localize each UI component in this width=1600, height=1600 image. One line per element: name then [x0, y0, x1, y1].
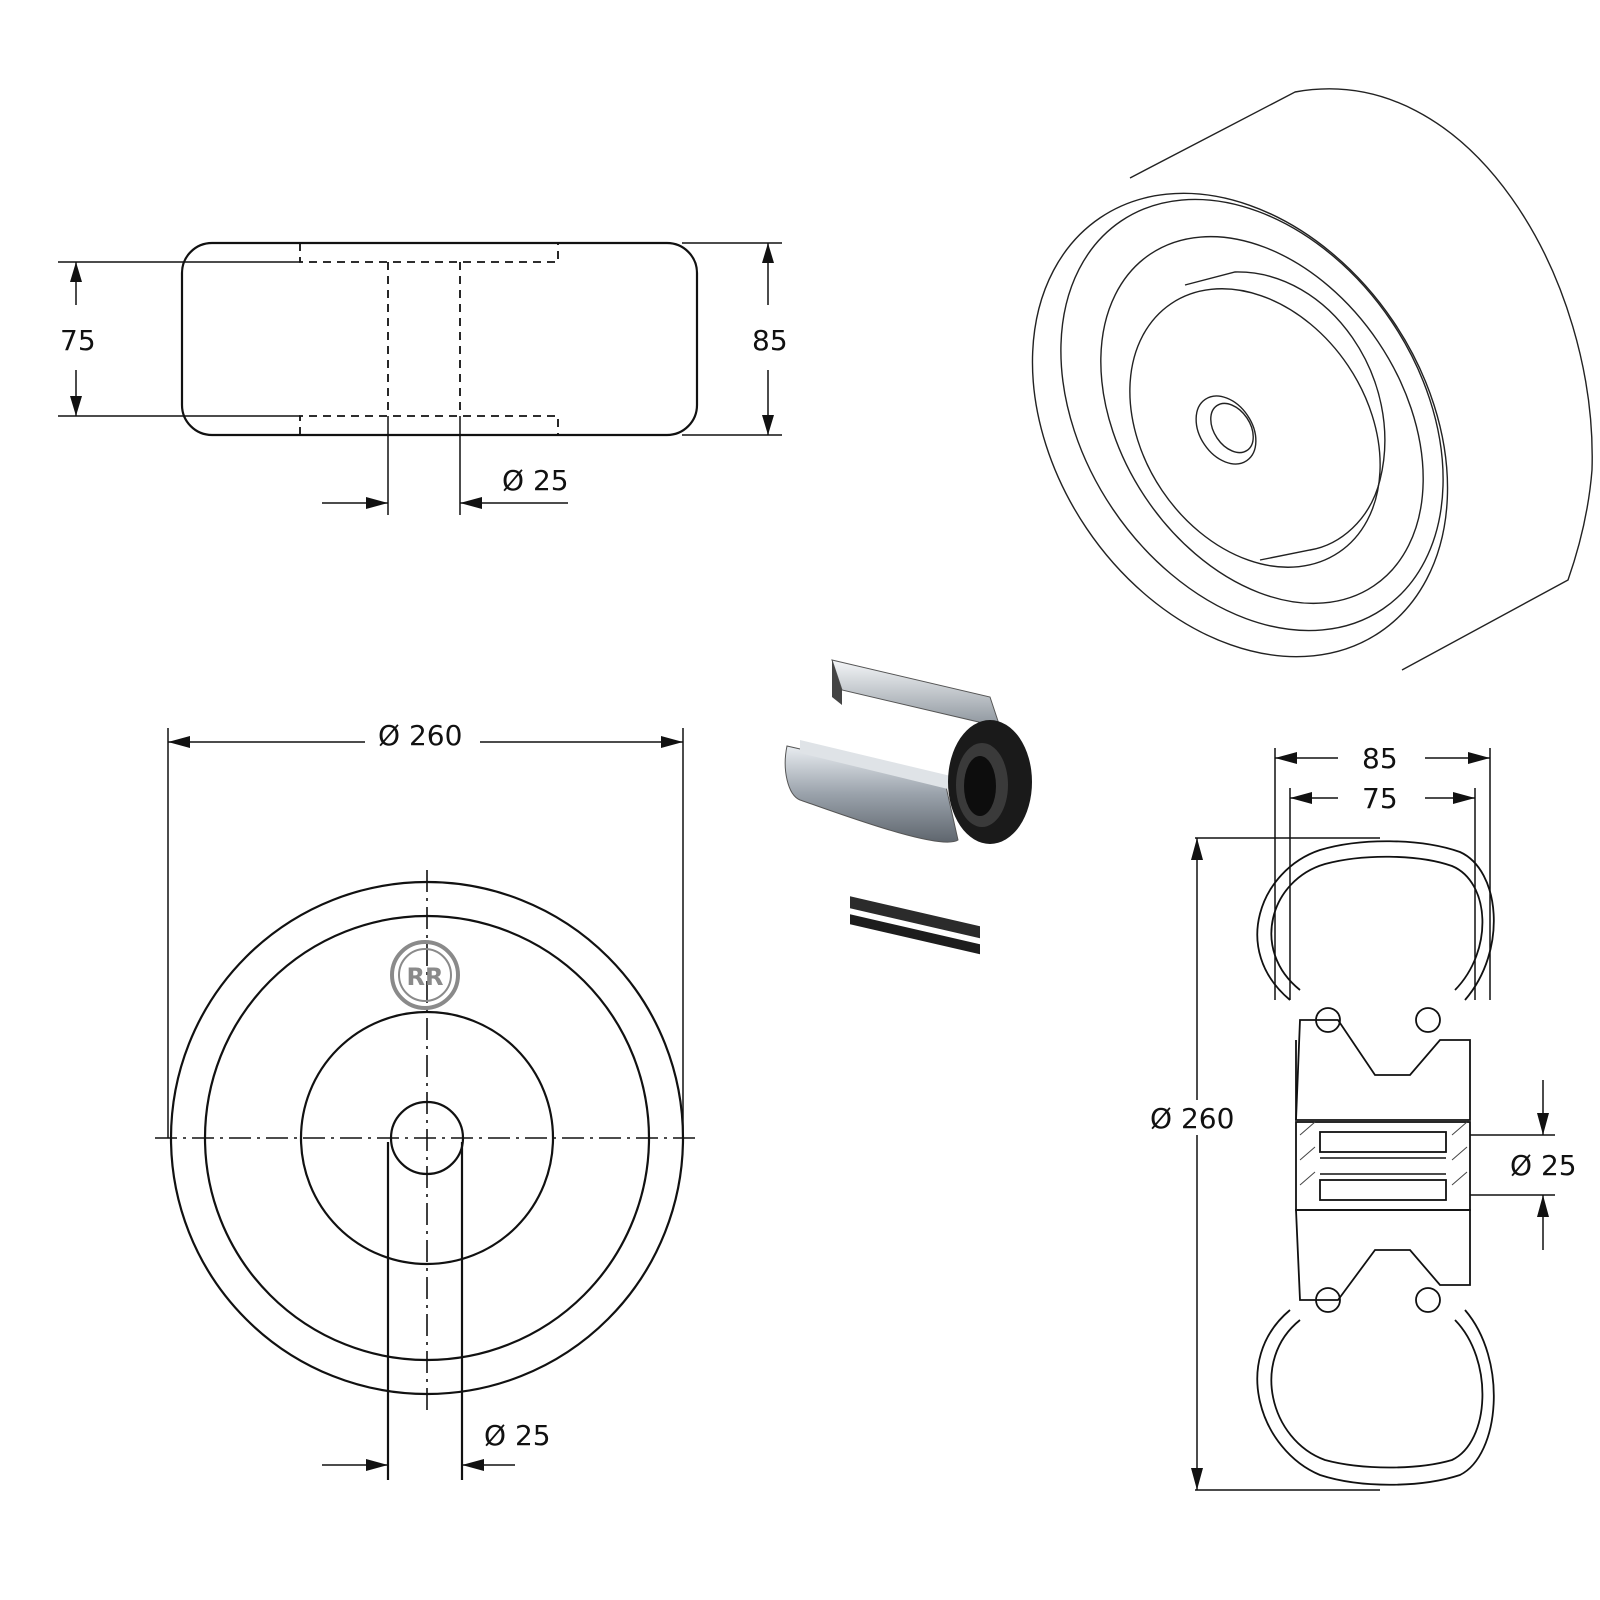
- front-view: RR Ø 260 Ø 25: [155, 719, 700, 1480]
- dim-label-bore-section: Ø 25: [1510, 1149, 1577, 1182]
- roller-bearing-illustration: [784, 659, 1032, 955]
- brand-logo-text: RR: [407, 963, 444, 991]
- dim-label-bore-front: Ø 25: [484, 1419, 551, 1452]
- brand-logo: RR: [390, 940, 460, 1010]
- dim-label-75-section: 75: [1362, 782, 1398, 815]
- dimension-75-section: 75: [1289, 782, 1476, 1000]
- dim-label-diameter-section: Ø 260: [1150, 1102, 1234, 1135]
- dim-label-85-section: 85: [1362, 742, 1398, 775]
- dimension-diameter-front: Ø 260: [167, 719, 684, 1138]
- dim-label-75: 75: [60, 324, 96, 357]
- dimension-bore-front: Ø 25: [322, 1419, 551, 1471]
- section-view: 85 75 Ø 260: [1150, 742, 1577, 1491]
- isometric-view: [1031, 88, 1593, 671]
- dim-label-85: 85: [752, 324, 788, 357]
- dim-label-bore-side: Ø 25: [502, 464, 569, 497]
- dimension-diameter-section: Ø 260: [1150, 837, 1380, 1491]
- dim-label-diameter-front: Ø 260: [378, 719, 462, 752]
- dimension-bore-side: Ø 25: [322, 416, 569, 515]
- side-view: 75 85 Ø 25: [58, 241, 788, 515]
- dimension-85-side: 85: [682, 242, 788, 436]
- dimension-85-section: 85: [1274, 742, 1491, 1000]
- dimension-75-side: 75: [58, 261, 300, 417]
- dimension-bore-section: Ø 25: [1470, 1080, 1577, 1250]
